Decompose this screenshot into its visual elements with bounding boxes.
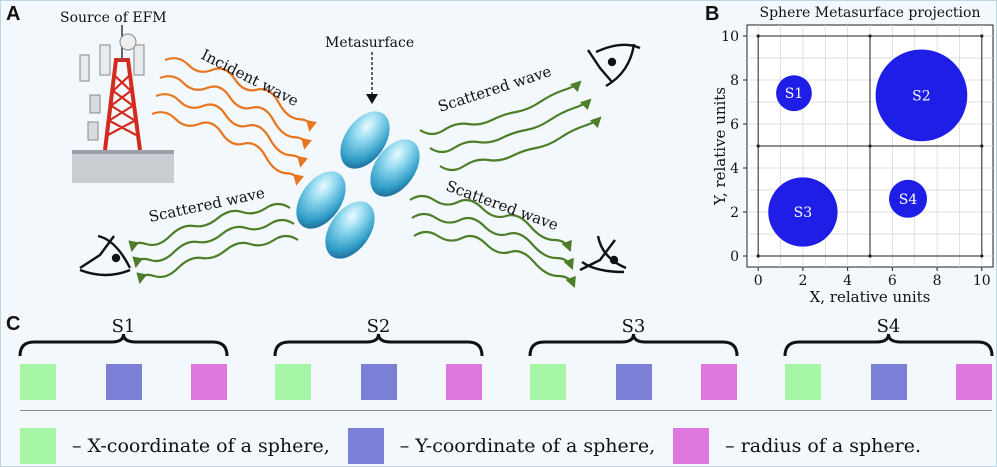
y-tick-label: 0 <box>730 249 739 265</box>
swatch-s1-x <box>20 364 56 400</box>
scattered-wave-top-right <box>419 80 602 172</box>
x-tick-label: 0 <box>754 273 763 289</box>
quadrant-node <box>980 254 984 258</box>
x-tick-label: 10 <box>973 273 991 289</box>
quadrant-node <box>756 34 760 38</box>
parameter-vector-diagram: S1 S2 S3 S4 <box>18 316 994 400</box>
panel-letter-b: B <box>705 3 720 25</box>
legend-swatch-x <box>20 428 56 464</box>
panel-letter-c: C <box>6 313 21 335</box>
x-tick-label: 4 <box>843 273 852 289</box>
legend-label-r: – radius of a sphere. <box>725 435 922 457</box>
metasurface-label: Metasurface <box>325 35 414 51</box>
group-brace <box>273 333 484 357</box>
legend-label-x: – X-coordinate of a sphere, <box>72 435 330 457</box>
incident-wave-lines <box>151 57 317 186</box>
swatch-s4-r <box>956 364 992 400</box>
scattered-wave-bottom-right <box>409 194 576 289</box>
sphere-s4 <box>889 179 928 218</box>
quadrant-node <box>868 34 872 38</box>
legend-swatch-r <box>673 428 710 464</box>
x-tick-label: 8 <box>933 273 942 289</box>
sphere-s1 <box>776 75 812 112</box>
x-axis-label: X, relative units <box>810 288 931 306</box>
swatch-s2-x <box>275 364 311 400</box>
swatch-s2-y <box>361 364 397 400</box>
group-brace <box>18 333 229 357</box>
swatch-s1-y <box>106 364 142 400</box>
group-brace <box>528 333 739 357</box>
sphere-label: S2 <box>912 88 931 104</box>
panel-letter-a: A <box>6 3 21 25</box>
sphere-s3 <box>768 177 838 247</box>
quadrant-node <box>756 254 760 258</box>
swatch-s2-r <box>446 364 482 400</box>
swatch-s1-r <box>191 364 227 400</box>
y-axis-label: Y, relative units <box>711 87 729 206</box>
y-tick-label: 10 <box>721 29 739 45</box>
swatch-s4-y <box>871 364 907 400</box>
swatch-s3-r <box>701 364 737 400</box>
legend-swatch-y <box>347 428 384 464</box>
chart-title: Sphere Metasurface projection <box>760 5 981 21</box>
group-label-s2: S2 <box>367 316 391 337</box>
quadrant-node <box>868 144 872 148</box>
y-tick-label: 4 <box>730 161 739 177</box>
metasurface-pills <box>296 111 420 259</box>
swatch-s3-y <box>616 364 652 400</box>
y-tick-label: 2 <box>730 205 739 221</box>
legend: – X-coordinate of a sphere, – Y-coordina… <box>20 428 939 464</box>
legend-divider <box>20 410 992 411</box>
scattered-wave-label-top-right: Scattered wave <box>436 62 554 116</box>
source-label: Source of EFM <box>60 10 167 26</box>
quadrant-node <box>980 34 984 38</box>
scattered-wave-bottom-left <box>128 202 299 285</box>
group-label-s3: S3 <box>622 316 646 337</box>
scattered-wave-label-bottom-right: Scattered wave <box>444 177 561 234</box>
legend-label-y: – Y-coordinate of a sphere, <box>399 435 656 457</box>
group-label-s4: S4 <box>877 316 901 337</box>
swatch-s3-x <box>530 364 566 400</box>
quadrant-node <box>980 144 984 148</box>
sphere-s2 <box>875 49 968 142</box>
x-tick-label: 2 <box>798 273 807 289</box>
y-tick-label: 6 <box>730 117 739 133</box>
eye-icon-top-right <box>587 43 641 88</box>
group-brace <box>783 333 994 357</box>
antenna-tower-icon <box>72 25 174 183</box>
y-tick-label: 8 <box>730 73 739 89</box>
x-tick-label: 6 <box>888 273 897 289</box>
sphere-label: S1 <box>785 86 804 102</box>
incident-wave-label: Incident wave <box>198 46 301 111</box>
group-label-s1: S1 <box>112 316 136 337</box>
eye-icon-bottom-right <box>579 235 627 274</box>
eye-icon-bottom-left <box>79 234 132 277</box>
sphere-label: S4 <box>899 192 918 208</box>
swatch-s4-x <box>785 364 821 400</box>
panel-a-illustration: Source of EFM Metasurface Incident wave … <box>60 10 641 289</box>
quadrant-node <box>756 144 760 148</box>
scattered-wave-label-bottom-left: Scattered wave <box>147 184 266 226</box>
quadrant-node <box>868 254 872 258</box>
sphere-label: S3 <box>794 205 813 221</box>
